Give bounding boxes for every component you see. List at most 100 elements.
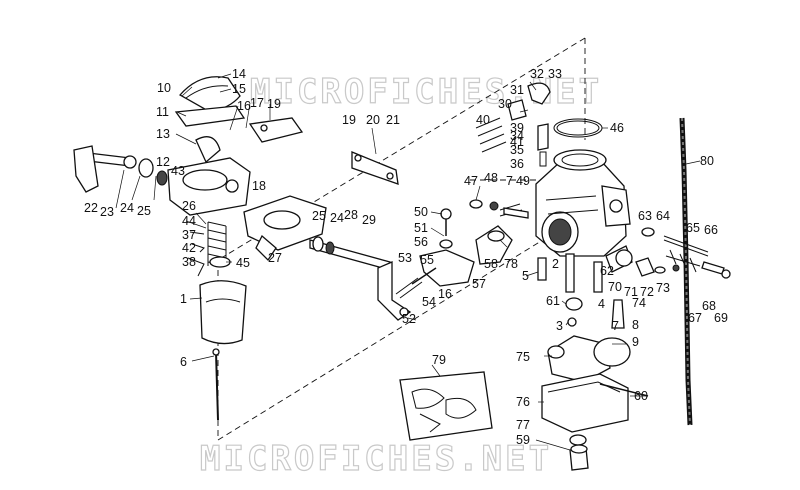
callout-78: 78 xyxy=(504,257,518,271)
callout-52: 52 xyxy=(402,312,416,326)
jet-needle-part xyxy=(212,348,220,421)
callout-14: 14 xyxy=(232,67,246,81)
callout-38: 38 xyxy=(182,255,196,269)
callout-12: 12 xyxy=(156,155,170,169)
callout-20: 20 xyxy=(366,113,380,127)
callout-79: 79 xyxy=(432,353,446,367)
callout-16: 16 xyxy=(237,99,251,113)
callout-60: 60 xyxy=(634,389,648,403)
callout-13: 13 xyxy=(156,127,170,141)
callout-73: 73 xyxy=(656,281,670,295)
callout-65: 65 xyxy=(686,221,700,235)
callout-44: 44 xyxy=(182,214,196,228)
leader-lines xyxy=(115,73,701,451)
callout-53: 53 xyxy=(398,251,412,265)
callout-11: 11 xyxy=(156,105,169,119)
callout-55: 55 xyxy=(420,253,434,267)
callout-labels: 14 15 10 16 17 19 11 13 12 43 18 19 20 2… xyxy=(84,67,728,447)
callout-9: 9 xyxy=(632,335,639,349)
callout-54: 54 xyxy=(422,295,436,309)
callout-51: 51 xyxy=(414,221,428,235)
callout-71: 71 xyxy=(624,285,638,299)
pump-assembly-part xyxy=(475,82,551,167)
callout-17: 17 xyxy=(250,96,264,110)
callout-31: 31 xyxy=(510,83,524,97)
callout-77: 77 xyxy=(516,418,530,432)
callout-59: 59 xyxy=(516,433,530,447)
callout-43: 43 xyxy=(171,164,185,178)
callout-25: 25 xyxy=(137,204,151,218)
top-cover-part xyxy=(174,76,246,127)
callout-47: 47 xyxy=(464,174,478,188)
callout-24b: 24 xyxy=(330,211,344,225)
callout-18: 18 xyxy=(252,179,266,193)
callout-19: 19 xyxy=(267,97,281,111)
throttle-shaft-part xyxy=(309,236,412,321)
carburetor-body-part xyxy=(535,149,631,257)
callout-7b: 7 xyxy=(612,319,619,333)
callout-80: 80 xyxy=(700,154,714,168)
callout-24: 24 xyxy=(120,201,134,215)
callout-72: 72 xyxy=(640,285,654,299)
callout-7: 7 xyxy=(506,174,513,188)
cable-bracket-part xyxy=(248,117,304,143)
callout-8: 8 xyxy=(632,318,639,332)
callout-70: 70 xyxy=(608,280,622,294)
callout-29: 29 xyxy=(362,213,376,227)
gasket-set-part xyxy=(399,371,493,441)
callout-61: 61 xyxy=(546,294,560,308)
callout-36: 36 xyxy=(510,157,524,171)
callout-28: 28 xyxy=(344,208,358,222)
callout-33: 33 xyxy=(548,67,562,81)
callout-10: 10 xyxy=(157,81,171,95)
choke-plunger-part xyxy=(469,199,529,219)
callout-69: 69 xyxy=(714,311,728,325)
callout-34: 34 xyxy=(510,129,524,143)
callout-63: 63 xyxy=(638,209,652,223)
callout-41: 41 xyxy=(510,135,524,149)
callout-32: 32 xyxy=(530,67,544,81)
choke-linkage-part xyxy=(475,203,523,265)
callout-74: 74 xyxy=(632,296,646,310)
callout-46: 46 xyxy=(610,121,624,135)
callout-21: 21 xyxy=(386,113,400,127)
jets-part xyxy=(537,245,666,329)
callout-16b: 16 xyxy=(438,287,452,301)
callout-66: 66 xyxy=(704,223,718,237)
float-bowl-part xyxy=(541,373,649,471)
vacuum-spring-part xyxy=(187,221,231,277)
o-ring-part xyxy=(553,118,603,138)
callout-42: 42 xyxy=(182,241,196,255)
callout-19b: 19 xyxy=(342,113,356,127)
callout-45: 45 xyxy=(236,256,250,270)
callout-23: 23 xyxy=(100,205,114,219)
mixture-screw-part xyxy=(641,227,731,279)
throttle-shaft-left-part xyxy=(73,145,168,193)
slide-chamber-part xyxy=(167,136,251,216)
float-part xyxy=(547,335,631,383)
callout-50: 50 xyxy=(414,205,428,219)
callout-75: 75 xyxy=(516,350,530,364)
callout-30: 30 xyxy=(498,97,512,111)
callout-57: 57 xyxy=(472,277,486,291)
callout-3: 3 xyxy=(556,319,563,333)
callout-49: 49 xyxy=(516,174,530,188)
callout-5: 5 xyxy=(522,269,529,283)
linkage-bracket-part xyxy=(351,151,399,185)
callout-40: 40 xyxy=(476,113,490,127)
callout-58: 58 xyxy=(484,257,498,271)
idle-screw-part xyxy=(395,208,475,299)
callout-27: 27 xyxy=(268,251,282,265)
callout-76: 76 xyxy=(516,395,530,409)
vent-tube-part xyxy=(679,117,693,426)
callout-15: 15 xyxy=(232,82,246,96)
callout-68: 68 xyxy=(702,299,716,313)
throttle-slide-part xyxy=(199,280,247,345)
callout-67: 67 xyxy=(688,311,702,325)
callout-35: 35 xyxy=(510,143,524,157)
callout-64: 64 xyxy=(656,209,670,223)
callout-37: 37 xyxy=(182,228,196,242)
callout-56: 56 xyxy=(414,235,428,249)
